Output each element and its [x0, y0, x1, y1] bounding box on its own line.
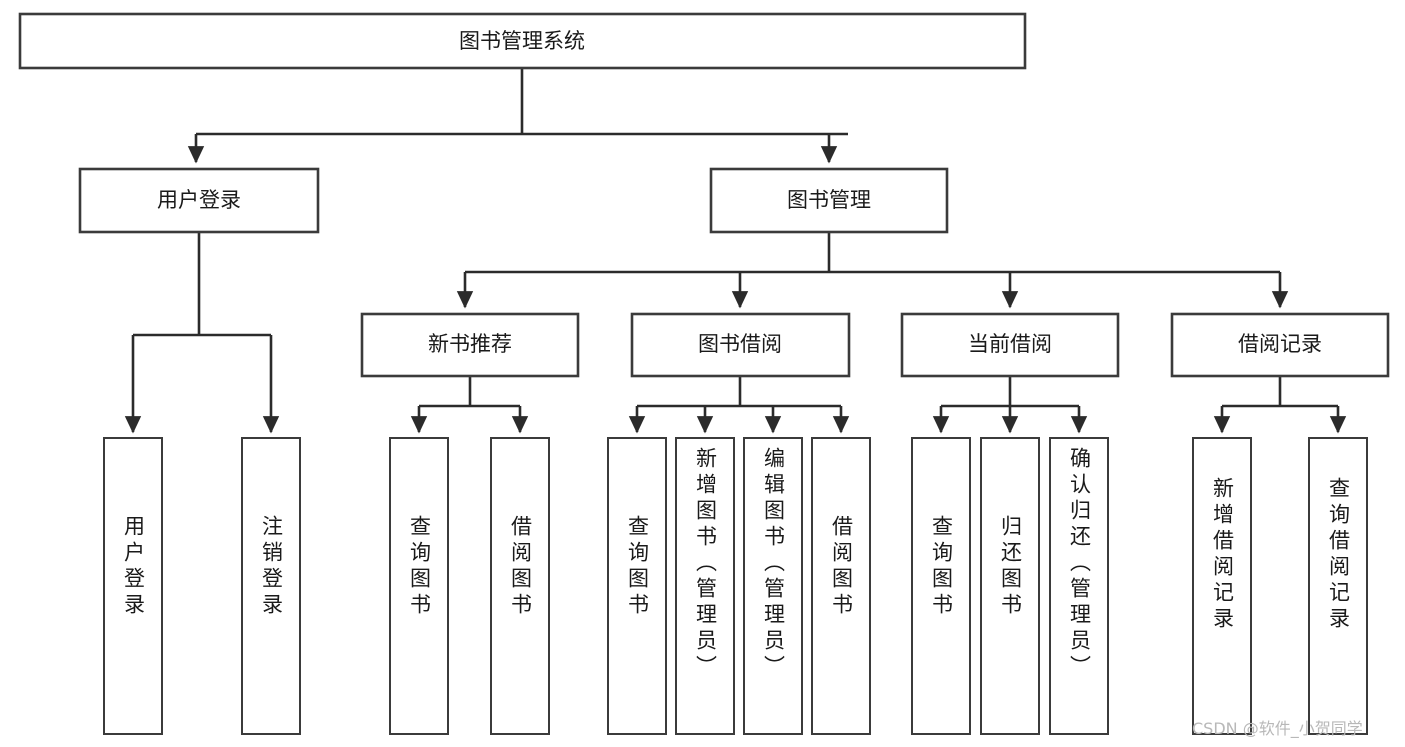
node-user-login-label: 用户登录 — [157, 188, 241, 212]
leaf-logout-label: 注销登录 — [259, 515, 284, 619]
node-book-borrow[interactable]: 图书借阅 — [630, 312, 851, 378]
node-new-book-recommend-label: 新书推荐 — [428, 332, 512, 356]
leaf-return-book[interactable]: 归还图书 — [980, 437, 1040, 735]
node-new-book-recommend[interactable]: 新书推荐 — [360, 312, 580, 378]
leaf-query-book-borrow[interactable]: 查询图书 — [607, 437, 667, 735]
node-current-borrow[interactable]: 当前借阅 — [900, 312, 1120, 378]
connector-root-to-level2 — [187, 69, 848, 164]
leaf-query-borrow-record-label: 查询借阅记录 — [1326, 477, 1351, 633]
node-root-system[interactable]: 图书管理系统 — [18, 12, 1027, 70]
node-current-borrow-label: 当前借阅 — [968, 332, 1052, 356]
connector-user-login-to-leaves — [124, 233, 280, 434]
connector-borrow-record-to-leaves — [1213, 376, 1347, 434]
leaf-edit-book-admin[interactable]: 编辑图书（管理员） — [743, 437, 803, 735]
node-borrow-record-label: 借阅记录 — [1238, 332, 1322, 356]
node-root-system-label: 图书管理系统 — [459, 29, 585, 53]
node-book-management-label: 图书管理 — [787, 188, 871, 212]
connector-current-borrow-to-leaves — [932, 376, 1088, 434]
leaf-borrow-book-recommend[interactable]: 借阅图书 — [490, 437, 550, 735]
leaf-query-book-recommend-label: 查询图书 — [407, 515, 432, 619]
connector-book-manage-to-level3 — [456, 233, 1289, 309]
node-book-management[interactable]: 图书管理 — [709, 167, 949, 234]
leaf-confirm-return-admin-label: 确认归还（管理员） — [1067, 447, 1092, 681]
csdn-watermark: CSDN @软件_小贺同学 — [1192, 719, 1363, 738]
leaf-borrow-book[interactable]: 借阅图书 — [811, 437, 871, 735]
node-book-borrow-label: 图书借阅 — [698, 332, 782, 356]
leaf-return-book-label: 归还图书 — [998, 515, 1023, 619]
leaf-query-book-borrow-label: 查询图书 — [625, 515, 650, 619]
leaf-edit-book-admin-label: 编辑图书（管理员） — [761, 447, 786, 681]
leaf-confirm-return-admin[interactable]: 确认归还（管理员） — [1049, 437, 1109, 735]
leaf-add-borrow-record[interactable]: 新增借阅记录 — [1192, 437, 1252, 735]
leaf-query-book-recommend[interactable]: 查询图书 — [389, 437, 449, 735]
leaf-query-book-current[interactable]: 查询图书 — [911, 437, 971, 735]
leaf-borrow-book-label: 借阅图书 — [829, 515, 854, 619]
leaf-add-borrow-record-label: 新增借阅记录 — [1210, 477, 1235, 633]
leaf-add-book-admin-label: 新增图书（管理员） — [693, 447, 718, 681]
connector-book-borrow-to-leaves — [628, 376, 850, 434]
leaf-query-borrow-record[interactable]: 查询借阅记录 — [1308, 437, 1368, 735]
node-user-login[interactable]: 用户登录 — [78, 167, 320, 234]
leaf-add-book-admin[interactable]: 新增图书（管理员） — [675, 437, 735, 735]
connector-new-book-to-leaves — [410, 376, 529, 434]
leaf-user-login[interactable]: 用户登录 — [103, 437, 163, 735]
leaf-query-book-current-label: 查询图书 — [929, 515, 954, 619]
leaf-borrow-book-recommend-label: 借阅图书 — [508, 515, 533, 619]
leaf-user-login-label: 用户登录 — [121, 515, 146, 619]
leaf-logout[interactable]: 注销登录 — [241, 437, 301, 735]
node-borrow-record[interactable]: 借阅记录 — [1170, 312, 1390, 378]
